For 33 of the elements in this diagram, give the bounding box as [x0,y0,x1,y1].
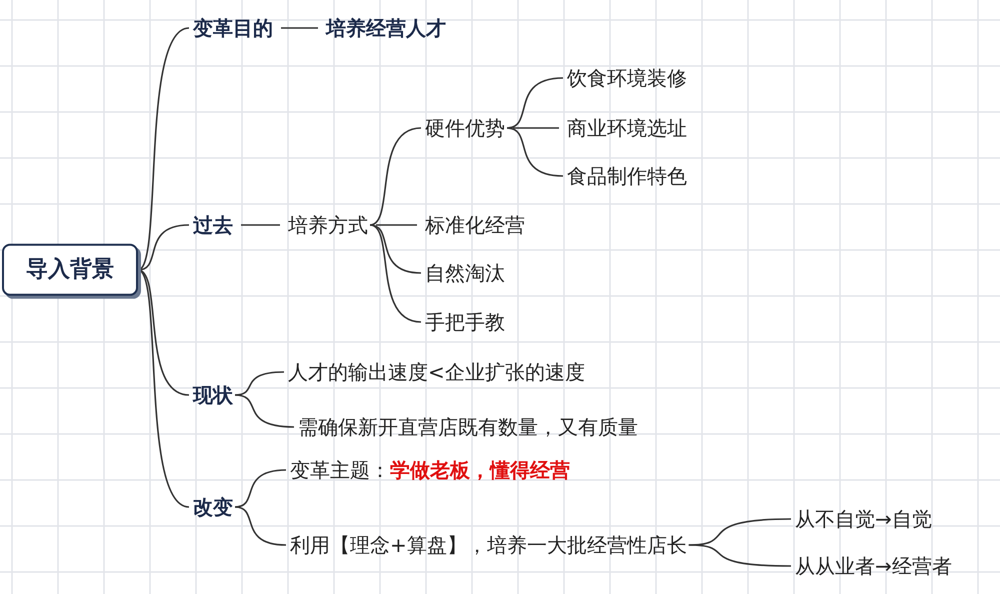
branch-text: 手把手教 [425,310,505,334]
branch-text: 标准化经营 [425,213,525,237]
branch-text: 人才的输出速度<企业扩张的速度 [288,360,585,384]
topic-box: 导入背景 [2,244,138,296]
connector-line [234,371,284,396]
connector-line [513,127,559,129]
connector-line [506,77,564,129]
branch-heading: 现状 [193,383,233,407]
connector-line [370,127,422,226]
branch-text: 变革主题：学做老板，懂得经营 [290,458,570,482]
connector-line [688,544,792,567]
branch-text: 商业环境选址 [567,116,687,140]
connector-line [241,224,280,226]
branch-text: 培养方式 [288,213,368,237]
branch-text: 硬件优势 [425,116,505,140]
branch-heading: 改变 [193,495,233,519]
branch-text: 食品制作特色 [567,164,687,188]
branch-text: 从从业者→经营者 [795,554,952,578]
branch-text: 需确保新开直营店既有数量，又有质量 [298,415,638,439]
connector-line [370,224,422,323]
branch-heading: 培养经营人才 [326,16,446,40]
connector-line [234,469,286,508]
connector-line [376,224,417,226]
branch-heading: 过去 [193,213,233,237]
connector-line [234,506,286,546]
branch-text: 从不自觉→自觉 [795,507,932,531]
connector-line [506,127,564,177]
branch-text: 饮食环境装修 [567,66,687,90]
branch-heading: 变革目的 [193,16,273,40]
connector-line [234,394,294,428]
connector-line [281,27,318,29]
branch-text: 自然淘汰 [425,261,505,285]
branch-text: 利用【理念+算盘】，培养一大批经营性店长 [290,533,687,557]
